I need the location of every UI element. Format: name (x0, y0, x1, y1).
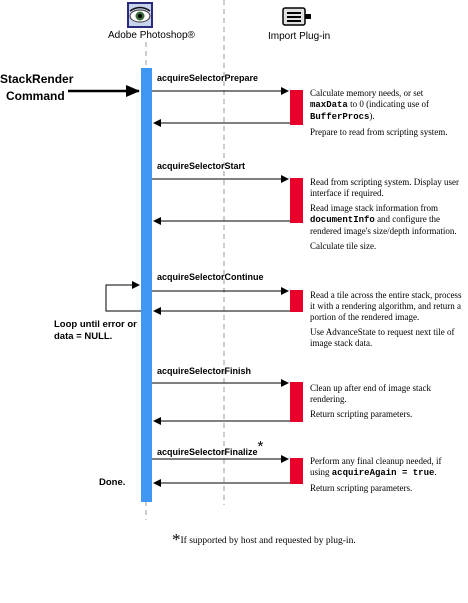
footnote-mark: * (172, 530, 181, 549)
host-label: Adobe Photoshop® (108, 30, 195, 41)
description-paragraph: Perform any final cleanup needed, if usi… (310, 456, 462, 479)
description-text: . (434, 467, 437, 477)
message-label: acquireSelectorFinalize* (157, 438, 263, 457)
message-label: acquireSelectorContinue (157, 272, 264, 282)
description-paragraph: Read image stack information from docume… (310, 203, 462, 237)
plugin-activation-bar (290, 290, 303, 312)
loop-bracket (105, 281, 141, 312)
description-text: Return scripting parameters. (310, 409, 413, 419)
description-paragraph: Clean up after end of image stack render… (310, 383, 462, 405)
description-paragraph: Use AdvanceState to request next tile of… (310, 327, 462, 349)
step-description: Calculate memory needs, or set maxData t… (310, 88, 462, 142)
loop-note: Loop until error or data = NULL. (54, 319, 137, 342)
description-text: Return scripting parameters. (310, 483, 413, 493)
description-paragraph: Return scripting parameters. (310, 409, 462, 420)
done-label: Done. (99, 477, 126, 488)
code-term: acquireAgain = true (331, 468, 435, 478)
footnote: *If supported by host and requested by p… (172, 530, 356, 550)
footnote-text: If supported by host and requested by pl… (180, 536, 356, 546)
description-text: Read image stack information from (310, 203, 438, 213)
footnote-mark: * (257, 438, 264, 455)
description-text: Calculate memory needs, or set (310, 88, 424, 98)
description-text: Calculate tile size. (310, 241, 377, 251)
plugin-label: Import Plug-in (268, 31, 331, 42)
description-text: ). (369, 111, 375, 121)
description-paragraph: Read from scripting system. Display user… (310, 177, 462, 199)
step-description: Perform any final cleanup needed, if usi… (310, 456, 462, 498)
message-text: acquireSelectorFinalize (157, 447, 258, 457)
message-label: acquireSelectorPrepare (157, 73, 259, 83)
description-paragraph: Read a tile across the entire stack, pro… (310, 290, 462, 323)
description-text: and configure the rendered image's size/… (310, 214, 457, 236)
description-paragraph: Calculate memory needs, or set maxData t… (310, 88, 462, 123)
description-text: Prepare to read from scripting system. (310, 127, 448, 137)
step-description: Read a tile across the entire stack, pro… (310, 290, 462, 353)
photoshop-eye-icon (127, 2, 153, 28)
plugin-icon (280, 5, 312, 29)
step-description: Read from scripting system. Display user… (310, 177, 462, 256)
description-text: Read from scripting system. Display user… (310, 177, 459, 198)
description-paragraph: Calculate tile size. (310, 241, 462, 252)
description-text: Use AdvanceState to request next tile of… (310, 327, 455, 348)
plugin-activation-bar (290, 382, 303, 422)
trigger-line2: Command (6, 89, 65, 103)
description-text: Perform any final cleanup needed, if usi… (310, 456, 442, 477)
description-paragraph: Prepare to read from scripting system. (310, 127, 462, 138)
host-activation-bar (141, 68, 152, 502)
message-label: acquireSelectorStart (157, 161, 246, 171)
message-label: acquireSelectorFinish (157, 366, 252, 376)
description-text: Clean up after end of image stack render… (310, 383, 431, 404)
plugin-activation-bar (290, 178, 303, 223)
code-term: maxData (310, 100, 348, 110)
trigger-label: StackRender Command (0, 71, 73, 105)
plugin-activation-bar (290, 90, 303, 125)
code-term: BufferProcs (310, 112, 370, 122)
plugin-activation-bar (290, 458, 303, 484)
trigger-line1: StackRender (0, 72, 74, 86)
code-term: documentInfo (310, 215, 375, 225)
description-text: to 0 (indicating use of (347, 99, 430, 109)
description-paragraph: Return scripting parameters. (310, 483, 462, 494)
description-text: Read a tile across the entire stack, pro… (310, 290, 462, 322)
step-description: Clean up after end of image stack render… (310, 383, 462, 424)
